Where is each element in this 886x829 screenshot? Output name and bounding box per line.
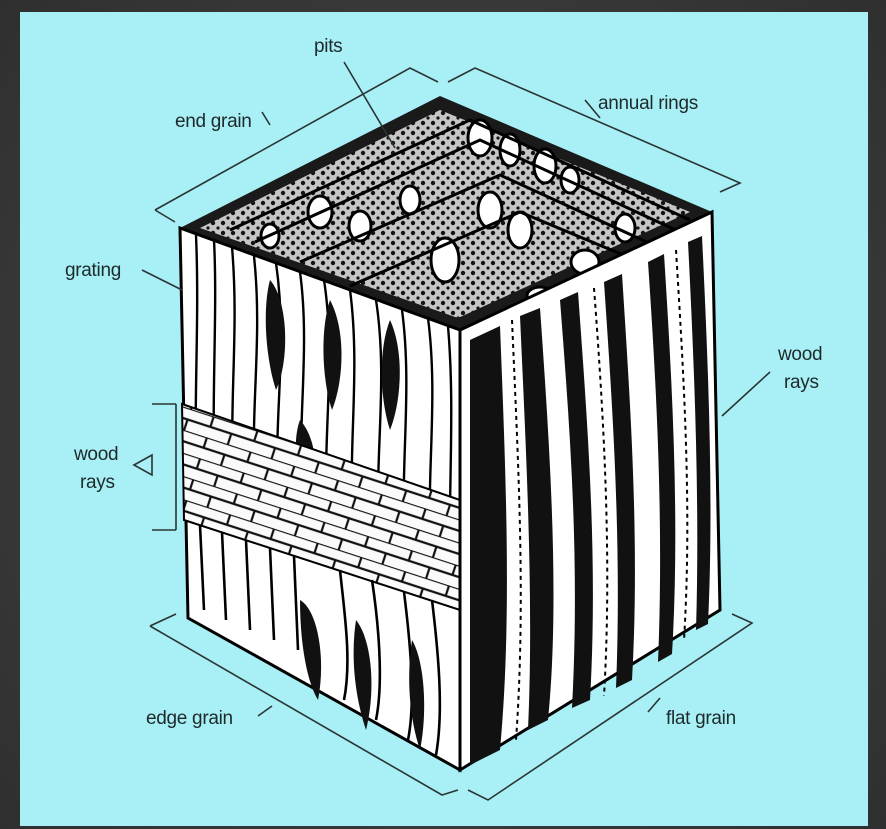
label-grating: grating	[65, 260, 121, 281]
diagram-panel: pits end grain annual rings grating wood…	[20, 12, 868, 826]
label-pits: pits	[314, 36, 342, 57]
wood-structure-diagram: pits end grain annual rings grating wood…	[20, 12, 868, 826]
label-end-grain: end grain	[175, 111, 252, 132]
label-edge-grain: edge grain	[146, 708, 233, 729]
label-annual-rings: annual rings	[598, 93, 698, 114]
label-wood-rays-left-2: rays	[80, 472, 115, 493]
label-flat-grain: flat grain	[666, 708, 736, 729]
label-wood-rays-right-1: wood	[777, 344, 822, 365]
label-wood-rays-left-1: wood	[73, 444, 118, 465]
label-wood-rays-right-2: rays	[784, 372, 819, 393]
wood-block	[180, 96, 720, 770]
